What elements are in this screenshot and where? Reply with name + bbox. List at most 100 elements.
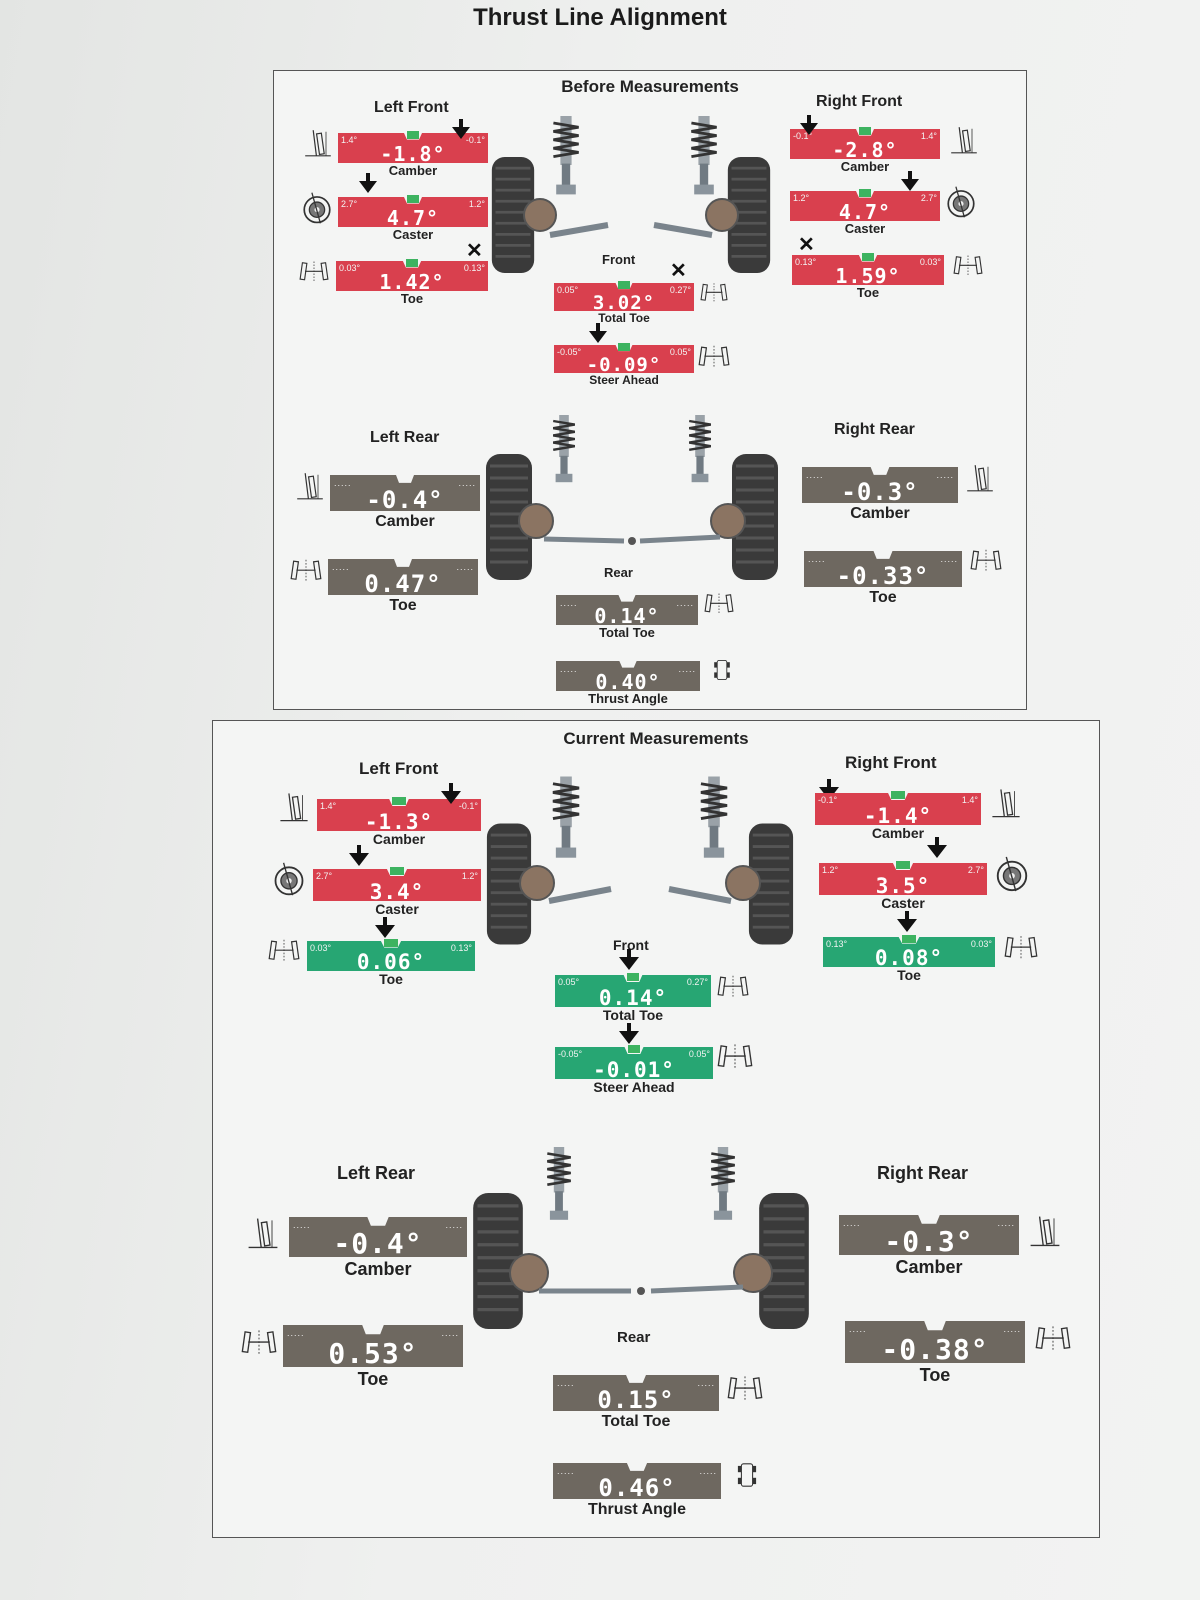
front-suspension-graphic [485, 774, 795, 946]
before-left-front-toe-gauge: 0.03° 0.13° 1.42° Toe [336, 259, 488, 306]
gauge-label: Camber [388, 163, 438, 178]
dots: ..... [940, 554, 958, 564]
current-front-axle-label: Front [613, 937, 649, 953]
lim-right: 0.05° [688, 1049, 710, 1059]
gauge-label: Toe [919, 1365, 951, 1385]
before-right-front-caster-gauge: 1.2° 2.7° 4.7° Caster [790, 189, 940, 236]
out-of-range-x-icon: ✕ [466, 240, 483, 262]
camber-icon [294, 469, 326, 503]
gauge-value: 0.47° [364, 570, 442, 598]
lim-left: 0.05° [557, 285, 579, 295]
lim-right: 0.13° [450, 943, 472, 953]
lim-right: 2.7° [920, 193, 937, 203]
gauge-value: 3.02° [592, 292, 656, 314]
lim-left: 1.2° [822, 865, 839, 875]
rear-suspension-graphic [484, 413, 780, 582]
before-measurements-panel: Before Measurements Left Front 1.4° -0.1… [273, 70, 1027, 710]
gauge-label: Toe [389, 597, 417, 614]
before-steer-ahead-gauge: -0.05° 0.05° -0.09° Steer Ahead [554, 343, 694, 387]
gauge-label: Toe [897, 967, 921, 983]
toe-icon [968, 545, 1004, 577]
lim-left: 0.05° [558, 977, 580, 987]
current-right-front-label: Right Front [845, 753, 937, 772]
camber-icon [1027, 1211, 1063, 1251]
before-right-front-label: Right Front [816, 93, 903, 110]
gauge-value: 0.40° [595, 670, 661, 694]
dots: ..... [456, 562, 474, 572]
dots: ..... [806, 470, 824, 480]
current-left-front-toe-gauge: 0.03° 0.13° 0.06° Toe [307, 939, 475, 987]
gauge-value: -0.3° [884, 1225, 974, 1258]
lim-left: 2.7° [316, 871, 333, 881]
gauge-value: -0.38° [881, 1333, 989, 1366]
lim-right: -0.1° [458, 801, 478, 811]
thrust-angle-icon [733, 1455, 761, 1495]
lim-right: 2.7° [967, 865, 984, 875]
dots: ..... [1003, 1324, 1021, 1334]
lim-right: 0.13° [463, 263, 485, 273]
gauge-value: -0.4° [366, 486, 444, 514]
before-left-rear-toe-gauge: .......... 0.47° Toe [328, 559, 478, 614]
gauge-value: 4.7° [838, 200, 892, 224]
gauge-value: 0.46° [598, 1474, 676, 1502]
section-heading-current: Current Measurements [563, 729, 749, 748]
caster-wheel-icon [300, 191, 334, 225]
dots: ..... [334, 478, 352, 488]
gauge-value: -1.3° [364, 810, 434, 834]
steer-ahead-icon [698, 341, 730, 373]
gauge-value: -1.4° [863, 804, 933, 828]
lim-left: 1.2° [793, 193, 810, 203]
toe-icon [239, 1325, 279, 1361]
gauge-value: -0.09° [586, 354, 662, 376]
gauge-value: 3.4° [369, 880, 425, 904]
camber-icon [989, 785, 1023, 821]
dots: ..... [560, 598, 578, 608]
current-left-rear-camber-gauge: .......... -0.4° Camber [289, 1217, 467, 1279]
lim-right: 0.05° [669, 347, 691, 357]
lim-right: 0.27° [686, 977, 708, 987]
toe-icon [702, 589, 736, 619]
current-left-rear-toe-gauge: .......... 0.53° Toe [283, 1325, 463, 1389]
lim-right: -0.1° [465, 135, 485, 145]
gauge-label: Total Toe [598, 311, 650, 325]
gauge-label: Caster [392, 227, 434, 242]
current-left-front-label: Left Front [359, 759, 439, 778]
current-steer-ahead-gauge: -0.05° 0.05° -0.01° Steer Ahead [555, 1045, 713, 1095]
dots: ..... [458, 478, 476, 488]
gauge-label: Toe [400, 291, 424, 306]
current-rear-axle-label: Rear [617, 1329, 651, 1346]
lim-right: 1.2° [468, 199, 485, 209]
gauge-value: -2.8° [832, 138, 898, 162]
caster-wheel-icon [993, 855, 1031, 893]
camber-icon [964, 461, 996, 495]
camber-icon [302, 126, 334, 160]
lim-left: 0.03° [310, 943, 332, 953]
gauge-label: Camber [375, 513, 435, 530]
toe-icon [288, 555, 324, 587]
gauge-value: 3.5° [875, 874, 931, 898]
gauge-value: 1.59° [835, 264, 901, 288]
lim-left: -0.05° [558, 1049, 583, 1059]
gauge-label: Caster [844, 221, 886, 236]
before-right-front-camber-gauge: -0.1° 1.4° -2.8° Camber [790, 127, 940, 174]
gauge-label: Steer Ahead [593, 1079, 675, 1095]
dots: ..... [699, 1466, 717, 1476]
lim-left: 1.4° [320, 801, 337, 811]
lim-left: 1.4° [341, 135, 358, 145]
gauge-label: Toe [379, 971, 403, 987]
before-right-rear-camber-gauge: .......... -0.3° Camber [802, 467, 958, 522]
dots: ..... [676, 598, 694, 608]
current-left-front-caster-gauge: 2.7° 1.2° 3.4° Caster [313, 867, 481, 917]
gauge-value: 0.15° [597, 1386, 675, 1414]
dots: ..... [445, 1220, 463, 1230]
before-thrust-angle-gauge: .......... 0.40° Thrust Angle [556, 661, 700, 706]
gauge-label: Camber [372, 831, 426, 847]
current-right-rear-label: Right Rear [877, 1163, 969, 1183]
gauge-value: 4.7° [386, 206, 440, 230]
gauge-label: Camber [344, 1259, 412, 1279]
steer-ahead-icon [717, 1039, 753, 1075]
out-of-range-x-icon: ✕ [798, 234, 815, 256]
gauge-label: Camber [895, 1257, 963, 1277]
dots: ..... [697, 1378, 715, 1388]
dots: ..... [560, 664, 578, 674]
